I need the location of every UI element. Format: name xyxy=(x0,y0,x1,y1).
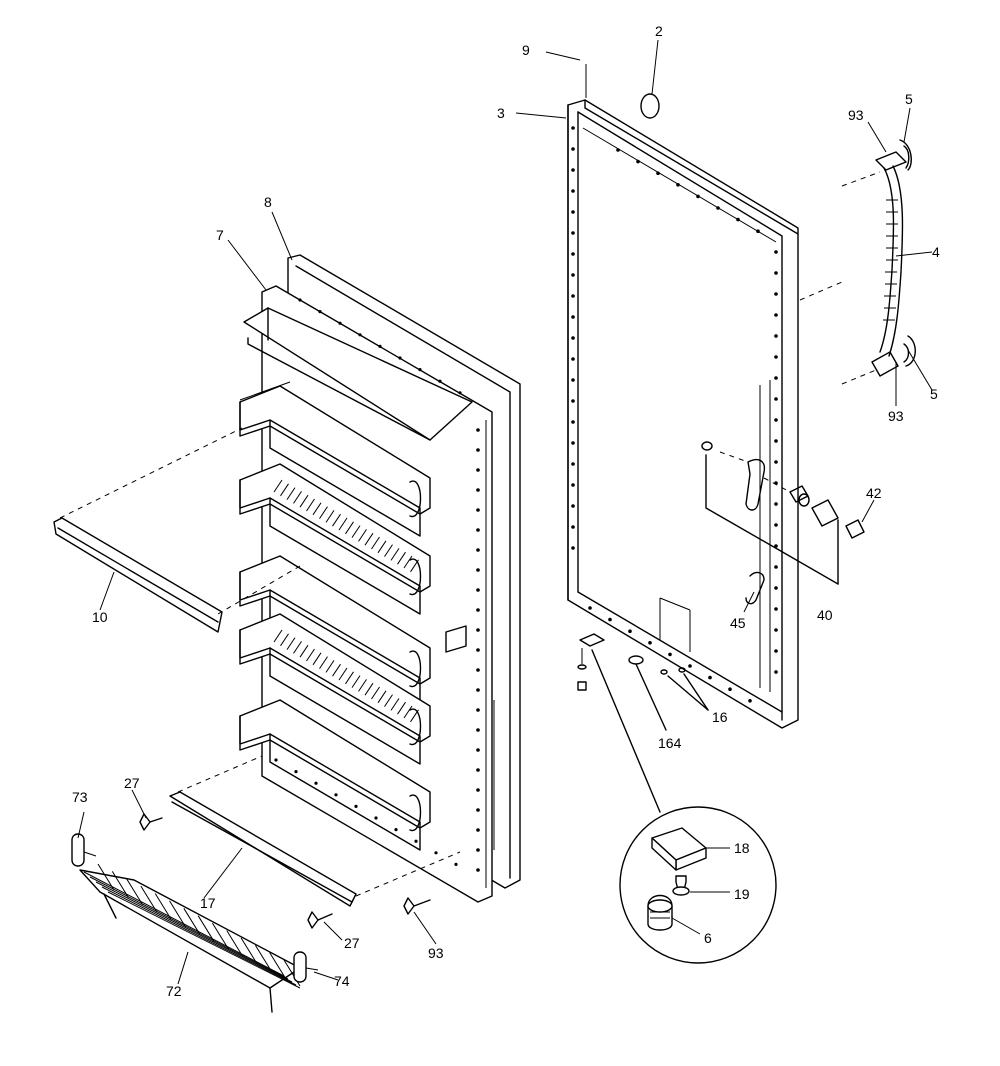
screw-holes xyxy=(571,126,778,703)
callout-27: 27 xyxy=(344,935,360,951)
callout-9: 9 xyxy=(522,42,530,58)
lock-assembly xyxy=(701,441,865,605)
callout-8: 8 xyxy=(264,194,272,210)
callout-17: 17 xyxy=(200,895,216,911)
callout-45: 45 xyxy=(730,615,746,631)
callout-10: 10 xyxy=(92,609,108,625)
callout-42: 42 xyxy=(866,485,882,501)
screws xyxy=(139,813,431,929)
callout-2: 2 xyxy=(655,23,663,39)
bottom-rail-17 xyxy=(169,755,461,907)
bottom-fasteners xyxy=(577,633,709,813)
callout-74: 74 xyxy=(334,973,350,989)
callout-27: 27 xyxy=(124,775,140,791)
grille-72 xyxy=(71,833,319,1013)
callout-18: 18 xyxy=(734,840,750,856)
inner-door-liner xyxy=(239,254,521,903)
callout-5: 5 xyxy=(930,386,938,402)
callout-16: 16 xyxy=(712,709,728,725)
door-handle xyxy=(799,139,916,385)
callout-93: 93 xyxy=(888,408,904,424)
callout-73: 73 xyxy=(72,789,88,805)
callout-6: 6 xyxy=(704,930,712,946)
door-shelves xyxy=(239,385,431,851)
screw-holes xyxy=(274,298,480,872)
shelf-bar-10 xyxy=(53,427,301,633)
callout-3: 3 xyxy=(497,105,505,121)
callout-4: 4 xyxy=(932,244,940,260)
leader-lines xyxy=(77,39,933,985)
callout-19: 19 xyxy=(734,886,750,902)
outer-door-panel xyxy=(567,99,799,729)
hinge-detail-circle xyxy=(619,806,777,964)
callout-40: 40 xyxy=(817,607,833,623)
callout-72: 72 xyxy=(166,983,182,999)
callout-7: 7 xyxy=(216,227,224,243)
callout-164: 164 xyxy=(658,735,682,751)
callout-93: 93 xyxy=(428,945,444,961)
callout-5: 5 xyxy=(905,91,913,107)
callout-93: 93 xyxy=(848,107,864,123)
